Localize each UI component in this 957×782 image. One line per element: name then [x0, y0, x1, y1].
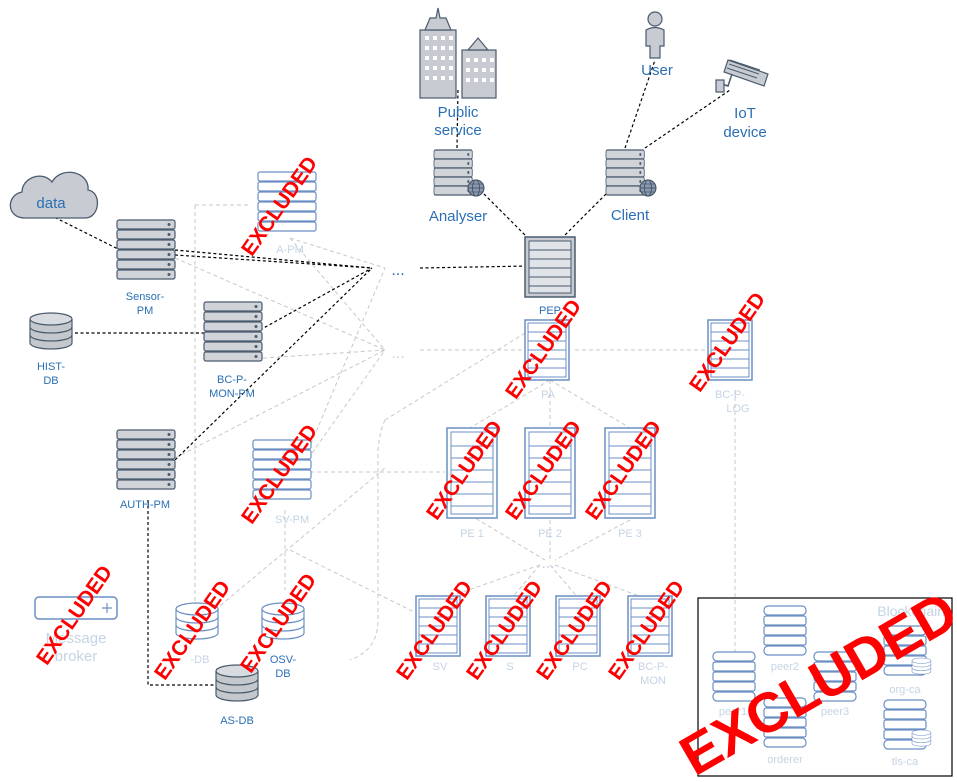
client-server [605, 149, 645, 196]
pa-label: PA [541, 389, 556, 401]
public-service-label-1: Public [438, 104, 479, 121]
peer2-stack [763, 605, 807, 656]
s-rack-label: S [506, 661, 513, 673]
pe3-label: PE 3 [618, 528, 642, 540]
active-connections [49, 59, 731, 686]
left-db-label: -DB [191, 654, 210, 666]
bc-p-mon-label-1: BC-P- [638, 661, 668, 673]
as-db-label: AS-DB [220, 715, 254, 727]
message-broker-label-1: Message [46, 630, 107, 647]
sv-pm-label: SV-PM [275, 514, 309, 526]
org-ca-label: org-ca [889, 684, 921, 696]
tls-ca-db-icon [911, 729, 932, 747]
message-broker-label-2: broker [55, 648, 98, 665]
hist-db-icon [29, 312, 73, 350]
ellipsis-mid: ... [391, 345, 404, 362]
sensor-pm-server [116, 219, 176, 280]
peer3-label: peer3 [821, 706, 849, 718]
pe1-label: PE 1 [460, 528, 484, 540]
auth-pm-label: AUTH-PM [120, 499, 170, 511]
sensor-pm-label-1: Sensor- [126, 291, 165, 303]
a-pm-label: A-PM [276, 244, 304, 256]
analyser-server [433, 149, 473, 196]
user-icon [645, 11, 665, 59]
data-label: data [36, 195, 66, 212]
pe2-label: PE 2 [538, 528, 562, 540]
public-service-label-2: service [434, 122, 482, 139]
auth-pm-server [116, 429, 176, 490]
bc-p-mon-pm-label-1: BC-P- [217, 374, 247, 386]
iot-label-1: IoT [734, 105, 756, 122]
faded-connections [174, 204, 736, 661]
router-icon [34, 596, 118, 620]
blockchain-label: Blockchain [877, 603, 945, 619]
osv-db-label-1: OSV- [270, 654, 297, 666]
bc-p-log-label-2: LOG [726, 403, 749, 415]
tls-ca-label: tls-ca [892, 756, 919, 768]
peer2-label: peer2 [771, 661, 799, 673]
ellipsis-bottom: ... [541, 555, 554, 572]
bc-p-mon-pm-server [203, 301, 263, 362]
pc-rack-label: PC [572, 661, 587, 673]
client-globe-icon [639, 179, 657, 197]
ellipsis-top: ... [391, 262, 404, 279]
pep-label: PEP [539, 305, 561, 317]
blockchain-frame [697, 597, 953, 777]
sensor-pm-label-2: PM [137, 305, 154, 317]
orderer-label: orderer [767, 754, 803, 766]
sv-rack-label: SV [433, 661, 448, 673]
peer1-label: peer1 [719, 706, 747, 718]
user-label: User [641, 62, 673, 79]
iot-label-2: device [723, 124, 766, 141]
analyser-label: Analyser [429, 208, 487, 225]
analyser-globe-icon [467, 179, 485, 197]
building-icon [419, 7, 497, 99]
bc-p-log-label-1: BC-P- [715, 389, 745, 401]
osv-db-label-2: DB [275, 668, 290, 680]
hist-db-label-2: DB [43, 375, 58, 387]
bc-p-mon-label-2: MON [640, 675, 666, 687]
client-label: Client [611, 207, 650, 224]
excluded-stamp-blockchain: EXCLUDED [669, 579, 957, 782]
bc-p-mon-pm-label-2: MON-PM [209, 388, 255, 400]
camera-icon [715, 59, 769, 93]
pep-rack [524, 236, 576, 298]
data-cloud: data [9, 171, 99, 219]
hist-db-label-1: HIST- [37, 361, 65, 373]
